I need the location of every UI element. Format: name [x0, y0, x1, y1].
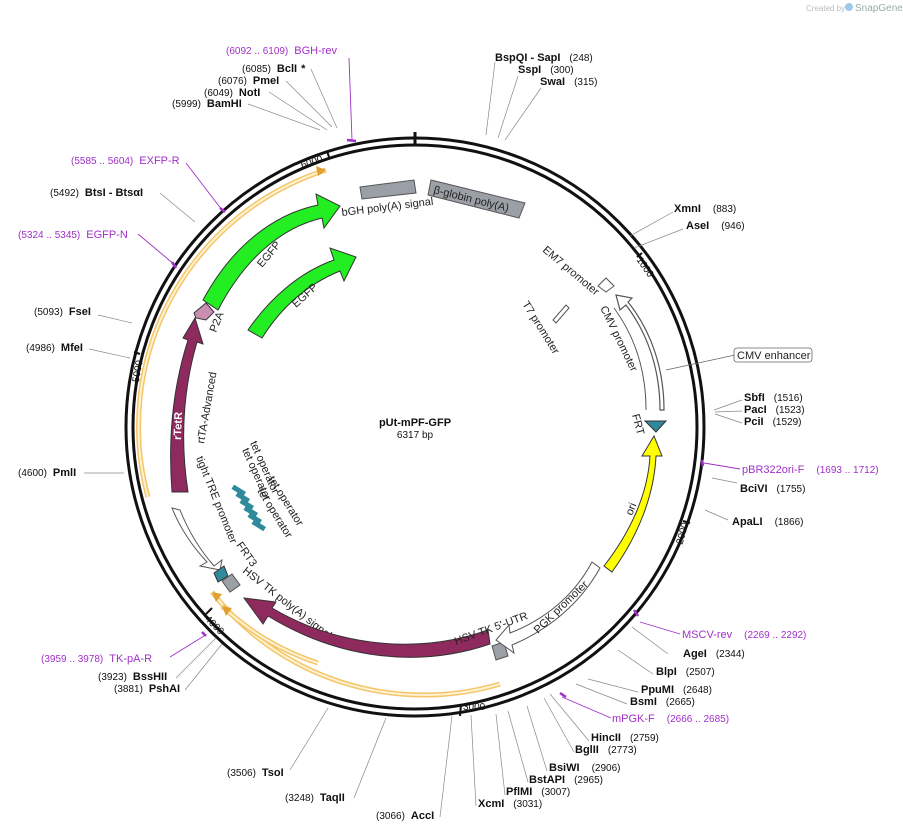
site-label-pflmi[interactable]: PflMI(3007)	[506, 786, 570, 798]
tet-operator-block[interactable]	[247, 512, 262, 525]
snapgene-logo-icon	[845, 3, 853, 11]
tet-operator-block[interactable]	[235, 491, 250, 504]
site-label-swai[interactable]: SwaI(315)	[540, 76, 597, 88]
site-label-sbfi[interactable]: SbfI(1516)	[744, 392, 803, 404]
primer-label-egfp-n[interactable]: (5324 .. 5345)EGFP-N	[18, 229, 128, 241]
feature-egfp-1[interactable]	[202, 193, 341, 311]
primer-label-mscv-rev[interactable]: MSCV-rev(2269 .. 2292)	[682, 629, 806, 641]
feature-cmv-promoter[interactable]	[615, 294, 665, 411]
ruler-label-2000: 2000	[675, 521, 692, 546]
feature-label-pgk-promoter: PGK promoter	[532, 578, 591, 636]
site-labels: BspQI - SapI(248) SspI(300) SwaI(315) Xm…	[18, 52, 805, 822]
site-label-ppumi[interactable]: PpuMI(2648)	[641, 684, 712, 696]
features: bGH poly(A) signal β-globin poly(A) EGFP…	[170, 179, 813, 673]
site-label-bstapi[interactable]: BstAPI(2965)	[529, 774, 603, 786]
site-label-bsiwi[interactable]: BsiWI(2906)	[549, 762, 620, 774]
feature-label-rtetr: rTetR	[172, 412, 185, 440]
site-label-pmli[interactable]: (4600)PmlI	[18, 467, 76, 479]
feature-cmv-enhancer-box[interactable]	[733, 347, 813, 363]
feature-label-frt3: FRT3	[234, 540, 259, 569]
primer-leaders	[137, 57, 741, 719]
site-label-asei[interactable]: AseI(946)	[686, 220, 745, 232]
site-label-taqii[interactable]: (3248)TaqII	[285, 792, 345, 804]
watermark-created-by: Created by	[806, 4, 845, 13]
site-label-fsei[interactable]: (5093)FseI	[34, 306, 91, 318]
feature-em7-promoter[interactable]	[597, 277, 615, 293]
site-label-noti[interactable]: (6049)NotI	[204, 87, 260, 99]
tet-operator-blocks	[231, 484, 266, 532]
primer-label-tk-pa-r[interactable]: (3959 .. 3978)TK-pA-R	[41, 653, 152, 665]
site-leaders	[84, 61, 743, 818]
primer-label-exfp-r[interactable]: (5585 .. 5604)EXFP-R	[71, 155, 180, 167]
ruler-label-3000: 3000	[463, 702, 486, 713]
site-label-bglii[interactable]: BglII(2773)	[575, 744, 637, 756]
tet-operator-block[interactable]	[231, 484, 246, 497]
plasmid-name: pUt-mPF-GFP	[379, 417, 451, 429]
watermark-brand: SnapGene	[855, 3, 903, 14]
feature-ori[interactable]	[603, 434, 663, 573]
site-label-bamhi[interactable]: (5999)BamHI	[172, 98, 242, 110]
feature-beta-globin-polya[interactable]	[427, 179, 526, 219]
feature-tight-tre-promoter[interactable]	[171, 507, 223, 571]
site-label-bcivi[interactable]: BciVI(1755)	[740, 483, 805, 495]
site-label-hincii[interactable]: HincII(2759)	[591, 732, 659, 744]
watermark: Created by SnapGene	[806, 3, 903, 14]
feature-frt[interactable]	[643, 420, 668, 433]
feature-p2a[interactable]	[193, 302, 215, 321]
tet-operator-block[interactable]	[243, 505, 258, 518]
feature-label-ori: ori	[624, 501, 640, 517]
primer-labels: (6092 .. 6109)BGH-rev (5585 .. 5604)EXFP…	[18, 45, 879, 725]
site-label-xcmi[interactable]: XcmI(3031)	[478, 798, 542, 810]
primer-label-mpgk-f[interactable]: mPGK-F(2666 .. 2685)	[612, 713, 729, 725]
feature-pgk-promoter[interactable]	[495, 561, 601, 655]
primer-label-pbr322ori-f[interactable]: pBR322ori-F(1693 .. 1712)	[742, 464, 879, 476]
tet-operator-block[interactable]	[239, 498, 254, 511]
feature-hsv-tk-polya[interactable]	[221, 573, 241, 593]
site-label-blpi[interactable]: BlpI(2507)	[656, 666, 715, 678]
feature-bgh-polya[interactable]	[359, 179, 417, 200]
feature-label-rtta: rtTA-Advanced	[195, 371, 219, 445]
feature-t7-promoter[interactable]	[552, 304, 570, 324]
feature-rtetr[interactable]	[170, 316, 204, 493]
primer-marks	[170, 138, 705, 699]
site-label-bcli[interactable]: (6085)BclI*	[242, 63, 306, 75]
primer-label-bgh-rev[interactable]: (6092 .. 6109)BGH-rev	[226, 45, 338, 57]
site-label-pmei[interactable]: (6076)PmeI	[218, 75, 279, 87]
site-label-pshai[interactable]: (3881)PshAI	[114, 683, 180, 695]
feature-label-t7-promoter: T7 promoter	[519, 299, 561, 356]
site-label-bsshii[interactable]: (3923)BssHII	[98, 671, 167, 683]
site-label-paci[interactable]: PacI(1523)	[744, 404, 805, 416]
feature-label-cmv-enhancer: CMV enhancer	[737, 350, 811, 362]
orf-halos	[136, 166, 501, 698]
plasmid-title: pUt-mPF-GFP 6317 bp	[379, 417, 451, 441]
feature-egfp-2[interactable]	[247, 247, 357, 339]
site-label-btsi[interactable]: (5492)BtsI - BtsαI	[50, 187, 143, 199]
site-label-pcii[interactable]: PciI(1529)	[744, 416, 801, 428]
feature-label-em7-promoter: EM7 promoter	[540, 244, 601, 298]
site-label-bspqi[interactable]: BspQI - SapI(248)	[495, 52, 593, 64]
feature-label-tre: tight TRE promoter	[193, 455, 239, 546]
plasmid-length: 6317 bp	[397, 430, 434, 441]
feature-label-frt: FRT	[629, 413, 646, 437]
site-label-sspi[interactable]: SspI(300)	[518, 64, 574, 76]
tet-operator-block[interactable]	[251, 519, 266, 532]
site-label-acci[interactable]: (3066)AccI	[376, 810, 434, 822]
site-label-apali[interactable]: ApaLI(1866)	[732, 516, 803, 528]
site-label-xmni[interactable]: XmnI(883)	[674, 203, 736, 215]
feature-frt3[interactable]	[213, 565, 229, 583]
site-label-mfei[interactable]: (4986)MfeI	[26, 342, 83, 354]
site-label-bsmi[interactable]: BsmI(2665)	[630, 696, 695, 708]
backbone	[124, 132, 706, 718]
feature-label-bgh-polya: bGH poly(A) signal	[341, 196, 434, 219]
site-label-agei[interactable]: AgeI(2344)	[683, 648, 745, 660]
site-label-tsoi[interactable]: (3506)TsoI	[227, 767, 284, 779]
feature-hsv-tk[interactable]	[242, 597, 491, 658]
